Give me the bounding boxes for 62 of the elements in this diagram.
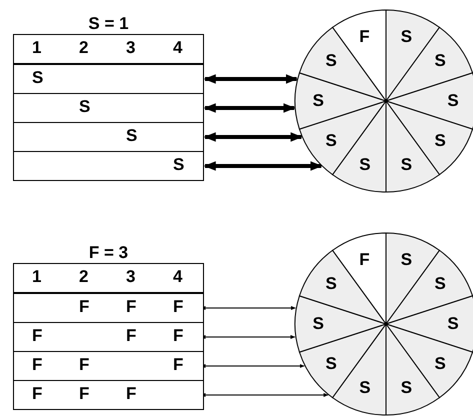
- column-number: 3: [126, 38, 136, 58]
- table-row: [13, 64, 204, 94]
- column-number: 4: [173, 267, 182, 287]
- sector-letter: S: [434, 274, 446, 294]
- sector-letter: S: [359, 155, 371, 176]
- column-number: 2: [79, 267, 88, 287]
- cell-letter: F: [173, 326, 184, 346]
- double-arrow: [204, 74, 298, 84]
- column-number: 4: [173, 38, 182, 58]
- cell-letter: S: [79, 97, 90, 117]
- sector-letter: S: [447, 314, 459, 334]
- cell-letter: F: [173, 355, 184, 375]
- table-title: F = 3: [88, 243, 128, 263]
- table-row: [13, 322, 204, 352]
- cell-letter: F: [126, 297, 136, 317]
- sector-letter: S: [359, 378, 371, 398]
- sector-letter: S: [326, 130, 337, 151]
- column-number: 1: [32, 267, 42, 287]
- cell-letter: F: [32, 326, 42, 346]
- sector-letter: S: [434, 354, 446, 374]
- table-header-row: [13, 34, 204, 64]
- cell-letter: F: [32, 384, 42, 404]
- column-number: 1: [32, 38, 42, 58]
- sector-letter: S: [312, 91, 324, 111]
- sector-letter: S: [400, 26, 412, 47]
- double-arrow: [204, 161, 323, 171]
- sector-letter: S: [400, 155, 412, 176]
- sector-letter: F: [359, 250, 370, 270]
- double-arrow: [204, 132, 303, 142]
- sector-wheel: [294, 9, 473, 193]
- table-header-row: [13, 263, 204, 293]
- column-number: 3: [126, 267, 136, 287]
- cell-letter: F: [32, 355, 42, 375]
- cell-letter: F: [126, 326, 136, 346]
- table-row: [13, 351, 204, 381]
- column-number: 2: [79, 38, 88, 58]
- sector-letter: S: [434, 51, 446, 72]
- sector-wheel: [294, 232, 473, 416]
- sector-letter: F: [359, 26, 370, 47]
- cell-letter: F: [173, 297, 184, 317]
- sector-letter: S: [326, 51, 337, 72]
- sector-letter: S: [312, 314, 324, 334]
- double-arrow: [204, 103, 296, 113]
- cell-letter: F: [79, 355, 90, 375]
- cell-letter: S: [173, 155, 184, 175]
- table-row: [13, 122, 204, 152]
- sector-letter: S: [326, 354, 337, 374]
- sector-letter: S: [447, 91, 459, 111]
- sector-letter: S: [400, 250, 412, 270]
- table-row: [13, 151, 204, 181]
- cell-letter: F: [79, 384, 90, 404]
- table-row: [13, 93, 204, 123]
- cell-letter: F: [126, 384, 136, 404]
- sector-letter: S: [326, 274, 337, 294]
- table-title: S = 1: [88, 14, 129, 34]
- sector-letter: S: [400, 378, 412, 398]
- cell-letter: F: [79, 297, 90, 317]
- table-row: [13, 293, 204, 323]
- sector-letter: S: [434, 130, 446, 151]
- cell-letter: S: [126, 126, 138, 146]
- table-row: [13, 380, 204, 410]
- cell-letter: S: [32, 68, 44, 88]
